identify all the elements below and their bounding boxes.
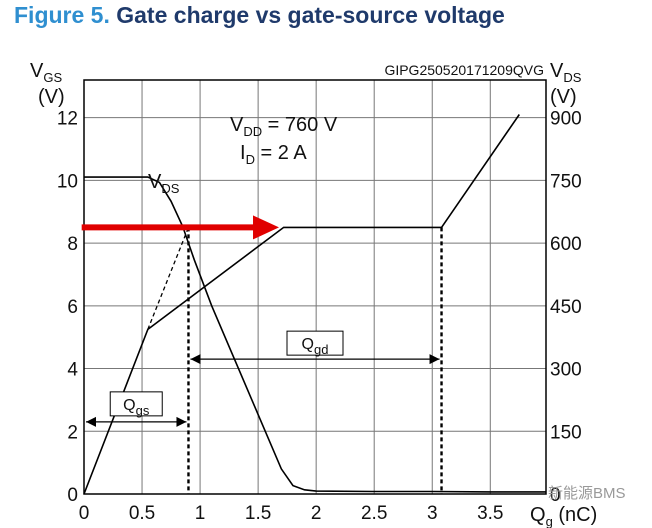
charge-span-label-box (286, 330, 344, 356)
y-left-axis-unit: (V) (38, 86, 65, 108)
charge-span-arrowhead-left (86, 416, 96, 427)
figure-label: Figure 5. (14, 2, 110, 28)
y-right-tick-label: 0 (550, 485, 561, 506)
y-right-tick-label: 750 (550, 171, 582, 192)
y-right-tick-label: 150 (550, 422, 582, 443)
highlight-arrow-head (253, 215, 280, 240)
x-tick-label: 0 (79, 503, 90, 524)
charge-span-label-gd: Qgd (302, 336, 329, 357)
x-tick-label: 1 (195, 503, 206, 524)
x-tick-label: 3 (427, 503, 438, 524)
y-left-tick-label: 12 (57, 109, 78, 130)
vds-curve-label: VDS (148, 171, 180, 196)
series-line-v-ds (84, 176, 546, 493)
watermark-text: 新能源BMS (548, 485, 626, 502)
charge-span-arrowhead-right (176, 416, 187, 427)
y-right-axis-unit: (V) (550, 86, 577, 108)
chart-labels: 0 0.5 1 1.5 2 2.5 3 3.5 0 2 4 6 8 10 12 0 150 300 450 600 75… (30, 60, 626, 528)
x-tick-label: 1.5 (245, 503, 271, 524)
y-left-axis-label: VGS (30, 60, 62, 85)
y-left-tick-label: 8 (67, 234, 78, 255)
figure-title-text: Gate charge vs gate-source voltage (116, 2, 505, 28)
charge-span-label-gs: Qgs (123, 397, 150, 418)
y-right-tick-label: 450 (550, 297, 582, 318)
figure-title: Figure 5. Gate charge vs gate-source vol… (14, 2, 505, 29)
charge-span-arrowhead-right (429, 354, 440, 365)
series-line-v-gs (83, 114, 520, 495)
charge-span-arrowhead-left (190, 354, 201, 365)
x-axis-label: Qg (nC) (530, 504, 597, 528)
y-right-tick-label: 600 (550, 234, 582, 255)
condition-vdd: VDD = 760 V (230, 114, 338, 139)
x-tick-label: 2 (311, 503, 322, 524)
y-left-tick-label: 6 (67, 297, 78, 318)
y-left-tick-label: 4 (67, 360, 78, 381)
figure-code: GIPG250520171209QVG (384, 62, 544, 78)
series-line-v-gs-extrapolated (147, 227, 190, 330)
y-right-tick-label: 900 (550, 109, 582, 130)
plot-frame (83, 79, 547, 495)
chart-marks (81, 114, 546, 495)
y-right-tick-label: 300 (550, 360, 582, 381)
condition-id: ID = 2 A (240, 142, 307, 167)
x-tick-label: 0.5 (129, 503, 155, 524)
grid (84, 80, 546, 494)
y-left-tick-label: 2 (67, 422, 78, 443)
y-left-tick-label: 0 (67, 485, 78, 506)
charge-span-label-box (109, 391, 163, 417)
y-left-tick-label: 10 (57, 171, 78, 192)
x-tick-label: 2.5 (361, 503, 387, 524)
y-right-axis-label: VDS (550, 60, 582, 85)
x-tick-label: 3.5 (477, 503, 503, 524)
